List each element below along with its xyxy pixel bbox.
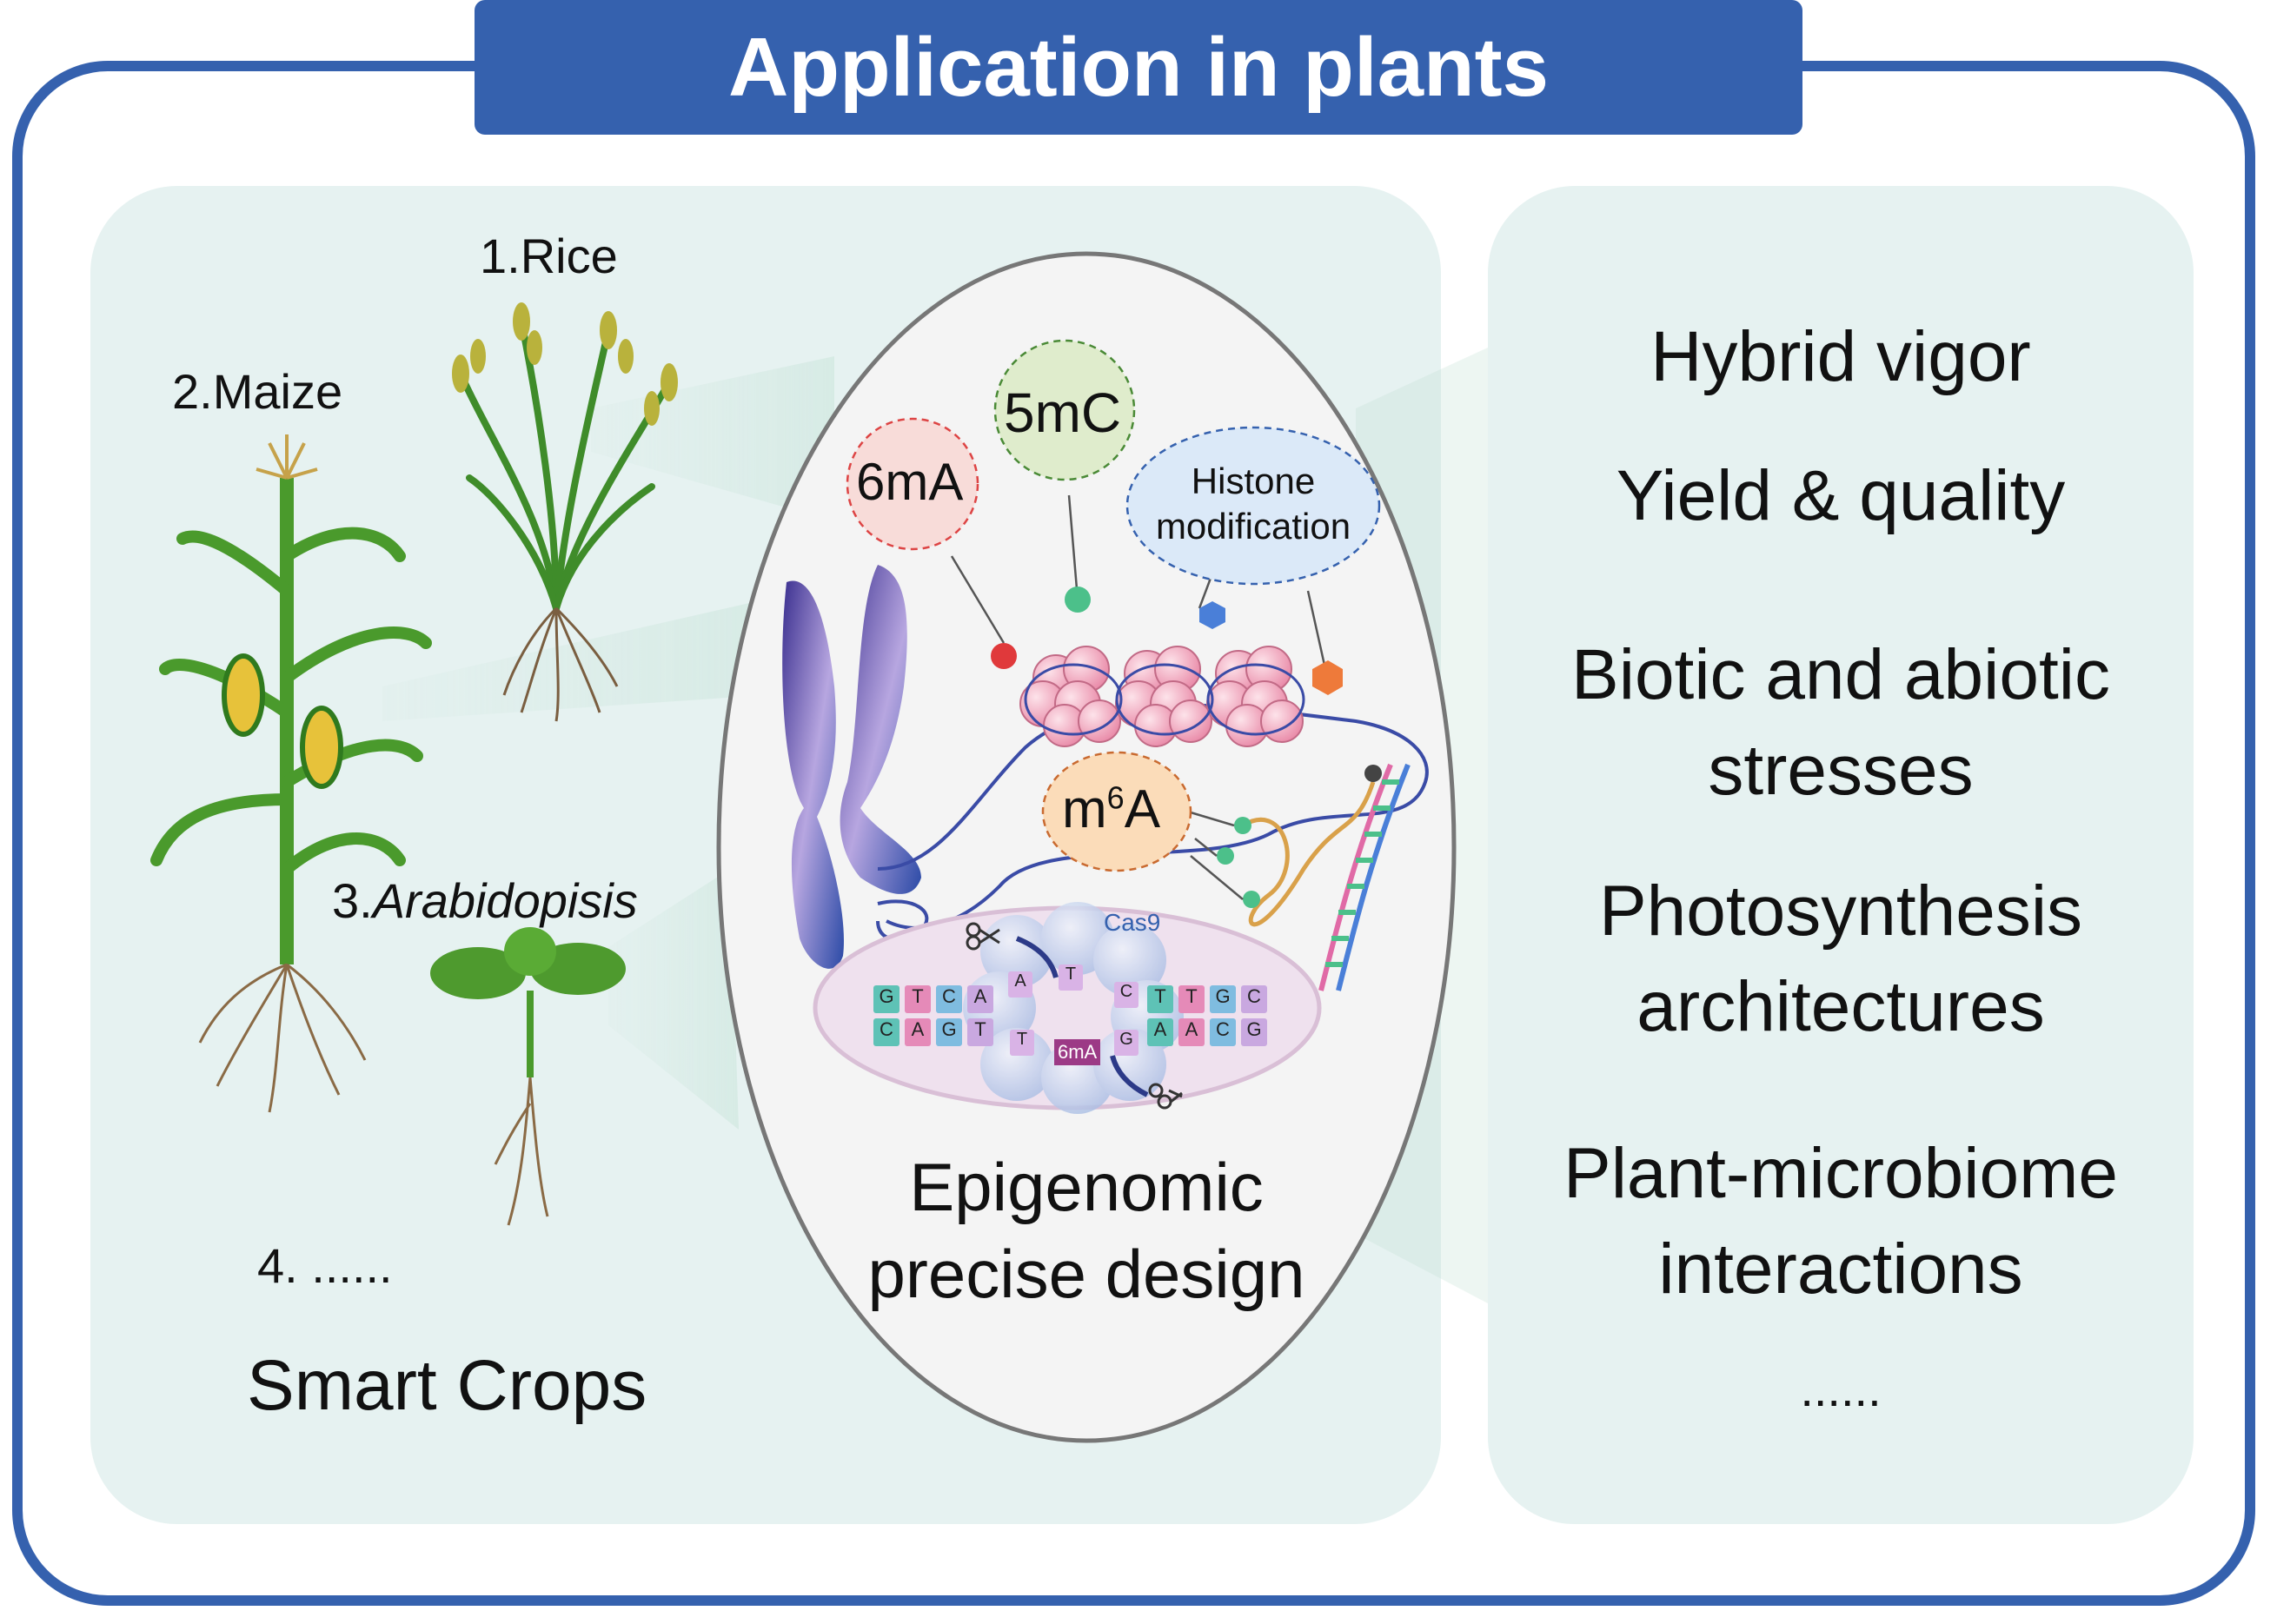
histone-mark-icon [1312,660,1343,695]
5mC-label: 5mC [1004,381,1122,444]
outcome-microbiome-line1: Plant-microbiome [1563,1134,2118,1213]
outcome-photosynthesis-line1: Photosynthesis [1598,872,2083,951]
dna-bottom-right-base-tile: A [1178,1018,1205,1046]
scissors-icon [966,922,1000,951]
dna-top-right-base-tile: C [1241,985,1267,1013]
dna-bottom-base-tile: C [873,1018,900,1046]
dna-bottom-right-base-tile: G [1241,1018,1267,1046]
rice-plant-icon [452,302,678,722]
histone-label-line1: Histone [1191,461,1316,501]
m6A-label: m6A [1062,779,1161,839]
dna-top-base-tile: C [936,985,962,1013]
dna-ladder-icon [1318,763,1411,991]
ring-6mA-label: 6mA [1054,1039,1101,1065]
corn-cob-icon [222,653,265,737]
dna-bottom-base-tile: A [905,1018,931,1046]
caption-line2: precise design [867,1236,1305,1312]
outcome-photosynthesis-line2: architectures [1636,967,2045,1046]
cas9-label: Cas9 [1104,909,1161,936]
arrow-icon [1110,1055,1149,1097]
ring-base-tile: C [1114,982,1138,1008]
histone-mark-icon [1199,601,1225,629]
caption-line1: Epigenomic [909,1149,1264,1225]
5mC-mark-dot [1065,587,1091,613]
chromosome-icon [782,565,921,969]
scissors-icon [1148,1083,1183,1110]
dna-bottom-right-base-tile: A [1147,1018,1173,1046]
maize-label: 2.Maize [172,364,343,419]
ring-base-tile: T [1059,964,1083,991]
mrna-strand-icon [1190,765,1382,927]
ring-base-tile: T [1010,1030,1034,1056]
dna-top-right-base-tile: G [1210,985,1236,1013]
outcome-stresses-line2: stresses [1708,731,1974,810]
dna-bottom-base-tile: G [936,1018,962,1046]
outcome-hybrid-vigor: Hybrid vigor [1650,317,2031,396]
outcome-stresses-line1: Biotic and abiotic [1571,635,2110,714]
maize-plant-icon [150,434,432,1113]
dna-top-right-base-tile: T [1178,985,1205,1013]
corn-cob-icon [300,706,343,789]
dna-top-right-base-tile: T [1147,985,1173,1013]
arabidopsis-plant-icon [430,927,626,1226]
more-crops-label: 4. ...... [257,1238,393,1293]
nucleosome-cluster [1019,646,1304,747]
outcome-more: ...... [1800,1362,1882,1416]
6mA-mark-dot [991,643,1017,669]
dna-bottom-right-base-tile: C [1210,1018,1236,1046]
arrow-icon [1015,936,1059,978]
outcomes-panel [1488,186,2194,1524]
6mA-label: 6mA [856,453,964,511]
dna-bottom-base-tile: T [967,1018,993,1046]
arabidopsis-label: 3.Arabidopisis [332,873,638,928]
smart-crops-heading: Smart Crops [247,1346,647,1425]
outcome-yield-quality: Yield & quality [1616,456,2066,535]
ring-base-tile: A [1008,971,1032,998]
outcome-microbiome-line2: interactions [1658,1230,2023,1309]
ring-base-tile: G [1114,1030,1138,1056]
dna-top-base-tile: A [967,985,993,1013]
dna-top-base-tile: G [873,985,900,1013]
dna-top-base-tile: T [905,985,931,1013]
title-banner: Application in plants [475,0,1802,135]
rice-label: 1.Rice [480,229,618,283]
chromatin-fiber [877,703,1429,930]
histone-label-line2: modification [1155,506,1351,547]
